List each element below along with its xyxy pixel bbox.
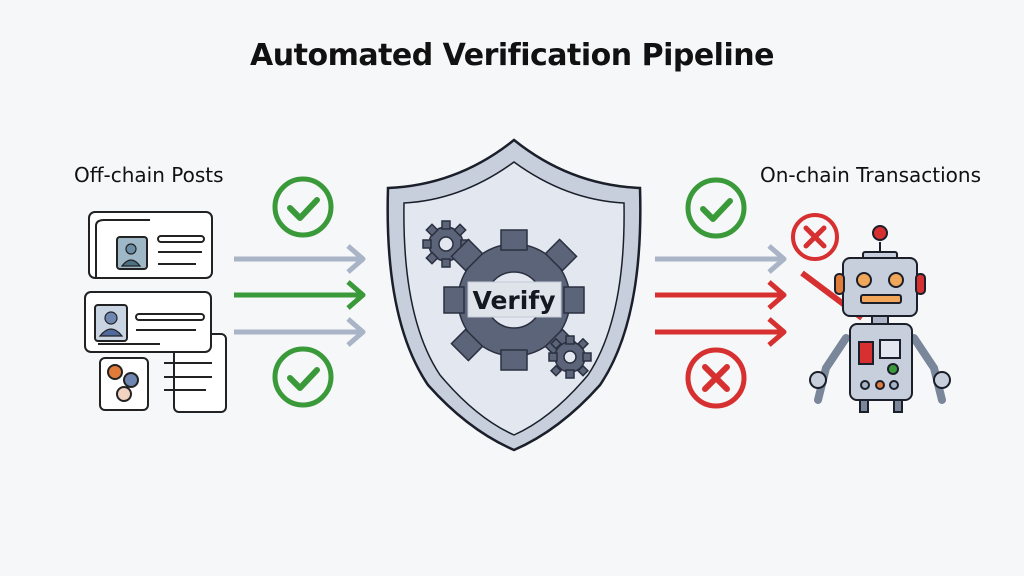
diagram-title: Automated Verification Pipeline [250, 38, 774, 73]
cross-badge-robot [791, 213, 839, 261]
check-badge-left-top [272, 176, 334, 238]
left-arrow-bottom [234, 317, 366, 347]
gear-icon-small-bottom [548, 335, 592, 379]
right-arrow-middle [655, 280, 787, 310]
check-badge-right-top [685, 177, 747, 239]
verify-label: Verify [472, 286, 555, 315]
left-arrow-top [234, 244, 366, 274]
post-card-1 [88, 211, 213, 279]
off-chain-posts-label: Off-chain Posts [74, 163, 224, 187]
post-card-2 [84, 291, 227, 413]
robot-icon [800, 225, 951, 413]
on-chain-transactions-label: On-chain Transactions [760, 163, 981, 187]
verify-label-box [467, 281, 562, 318]
left-arrow-middle [234, 280, 366, 310]
post-card-3 [99, 357, 212, 411]
check-badge-left-bottom [272, 346, 334, 408]
right-arrow-bottom [655, 317, 787, 347]
cross-badge-right-bottom [685, 347, 747, 409]
right-arrow-top [655, 244, 787, 274]
